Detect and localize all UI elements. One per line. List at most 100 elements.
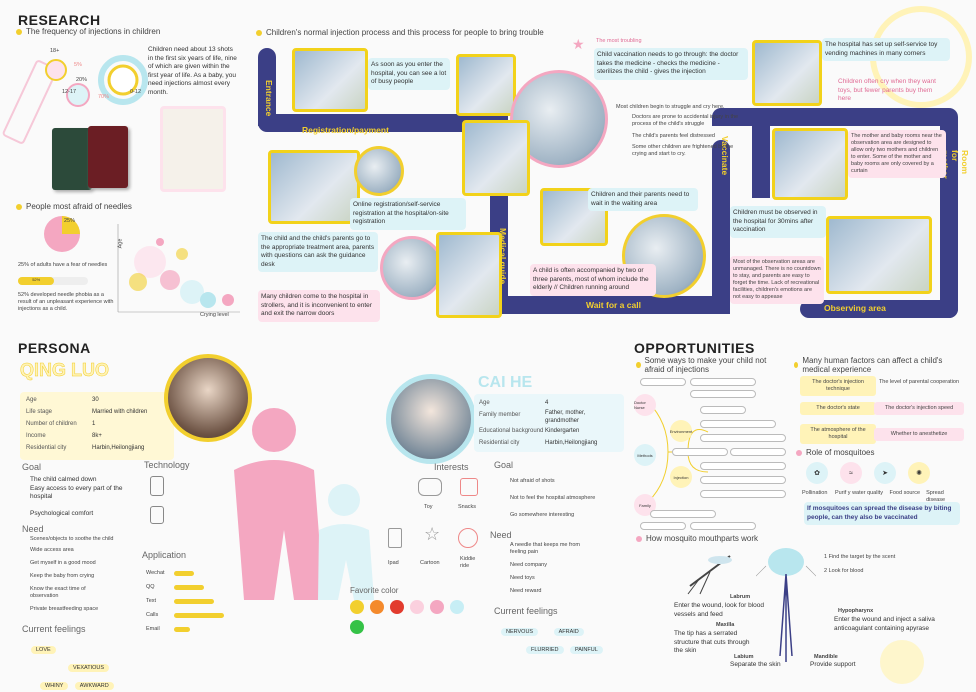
photo-waiting-crowd xyxy=(268,150,360,224)
road-entertainment xyxy=(712,108,952,126)
phobia-bar-fill: 52% xyxy=(18,277,55,285)
stage-registration: Registration/payment xyxy=(302,125,389,135)
mm-leaf xyxy=(650,510,716,518)
interest-kiddie-ride: Kiddie ride xyxy=(460,556,476,569)
p1-feelings: LOVE VEXATIOUS WHINY AWKWARD xyxy=(30,638,140,692)
mm-node-environment: Environment xyxy=(670,420,692,442)
p1-feel-title: Current feelings xyxy=(22,624,86,634)
note-online: Online registration/self-service registr… xyxy=(350,198,466,230)
mm-leaf xyxy=(700,420,776,428)
stage-entrance: Entrance xyxy=(264,80,274,117)
p1-goal-title: Goal xyxy=(22,462,42,472)
road-observing xyxy=(800,300,958,318)
mm-node-injection: Injection xyxy=(670,466,692,488)
mosq-role-heading: Role of mosquitoes xyxy=(796,448,874,457)
note-mother-room: The mother and baby rooms near the obser… xyxy=(848,130,946,178)
struggle-4: Some other children are frightened by th… xyxy=(632,144,734,157)
crying-age-bubble-chart xyxy=(117,224,240,313)
struggle-2: Doctors are prone to accidental injury i… xyxy=(632,114,739,127)
mosq-role-icons: ✿ ≈ ➤ ✺ xyxy=(806,462,930,484)
bubble-ylabel: Age xyxy=(117,238,124,249)
p1-need: Get myself in a good mood xyxy=(30,560,96,566)
p2-goal: Not to feel the hospital atmosphere xyxy=(510,495,596,501)
mm-leaf xyxy=(700,490,786,498)
factor-doctor-state: The doctor's state xyxy=(800,402,876,415)
snack-icon xyxy=(460,478,478,496)
photo-registration-circle xyxy=(354,146,404,196)
factor-anesthetize: Whether to anesthetize xyxy=(874,428,964,441)
part-maxilla: Maxilla xyxy=(716,622,735,628)
photo-guide-circle xyxy=(380,236,444,300)
p1-need: Scenes/objects to soothe the child xyxy=(30,536,114,542)
bullet-icon xyxy=(16,28,22,35)
mm-leaf xyxy=(700,406,746,414)
color-swatch xyxy=(370,600,384,614)
mm-leaf xyxy=(700,434,786,442)
phone-icon xyxy=(150,476,164,496)
part-labrum-text: Enter the wound, look for blood vessels … xyxy=(674,602,764,618)
freq-heading: The frequency of injections in children xyxy=(16,27,160,36)
note-waiting: Children and their parents need to wait … xyxy=(588,188,698,211)
label-5pct: 5% xyxy=(74,62,82,68)
app-row: Calls xyxy=(146,608,226,622)
feeling-tag: NERVOUS xyxy=(501,628,539,636)
needle-fear-pie xyxy=(44,216,80,252)
interest-toy: Toy xyxy=(424,504,433,510)
feeling-tag: WHINY xyxy=(40,682,69,690)
struggle-1: Most children begin to struggle and cry … xyxy=(616,104,725,110)
note-toys: Children often cry when they want toys, … xyxy=(838,78,936,102)
mosquito-icon xyxy=(687,555,732,595)
p1-goal: Easy access to every part of the hospita… xyxy=(30,484,123,501)
p2-goal: Go somewhere interesting xyxy=(510,512,575,518)
p1-need: Keep the baby from crying xyxy=(30,573,95,579)
virus-icon: ✺ xyxy=(908,462,930,484)
opportunities-title: OPPORTUNITIES xyxy=(634,340,755,356)
mm-node-methods: Methods xyxy=(634,444,656,466)
color-swatch xyxy=(450,600,464,614)
feeling-tag: LOVE xyxy=(31,646,56,654)
troubling-label: The most troubling xyxy=(596,38,642,44)
favorite-colors xyxy=(350,600,480,634)
p1-app-title: Application xyxy=(142,550,187,560)
persona2-name: CAI HE xyxy=(478,374,533,391)
factor-parental: The level of parental cooperation xyxy=(878,379,960,385)
road-link xyxy=(752,108,770,198)
mouth-heading: How mosquito mouthparts work xyxy=(636,534,758,543)
toy-car-icon xyxy=(418,478,442,496)
part-labrum: Labrum xyxy=(730,594,751,600)
feeling-tag: AFRAID xyxy=(553,628,584,636)
role-label: Purif y water quality xyxy=(834,490,883,496)
mm-leaf xyxy=(640,522,686,530)
p2-goal: Not afraid of shots xyxy=(510,478,555,484)
road-registration xyxy=(258,114,508,132)
role-label: Food source xyxy=(889,490,921,496)
interest-cartoon: Cartoon xyxy=(420,560,440,566)
p2-goals: Not afraid of shots Not to feel the hosp… xyxy=(510,478,620,519)
app-row: Wechat xyxy=(146,566,226,580)
persona1-avatar xyxy=(164,354,252,442)
kiddie-ride-icon xyxy=(458,528,478,548)
mouthpart-diagram xyxy=(756,548,816,662)
mosq-note: If mosquitoes can spread the disease by … xyxy=(804,502,960,525)
persona2-avatar xyxy=(386,374,476,464)
freq-text: Children need about 13 shots in the firs… xyxy=(148,46,237,96)
label-20pct: 20% xyxy=(76,77,88,83)
photo-vending xyxy=(752,40,822,106)
factor-speed: The doctor's injection speed xyxy=(874,402,964,415)
step-1: 1 Find the target by the scent xyxy=(824,554,896,560)
label-0-12: 0-12 xyxy=(130,89,142,95)
afraid-heading: People most afraid of needles xyxy=(16,202,132,211)
mm-leaf xyxy=(690,378,756,386)
vaccine-booklet-red xyxy=(88,126,128,188)
mm-leaf xyxy=(690,522,756,530)
factor-atmosphere: The atmosphere of the hospital xyxy=(800,424,876,444)
label-12-17: 12-17 xyxy=(62,89,77,95)
factors-heading: Many human factors can affect a child's … xyxy=(794,356,954,374)
color-swatch xyxy=(350,600,364,614)
bird-icon: ➤ xyxy=(874,462,896,484)
note-go-through: Child vaccination needs to go through: t… xyxy=(594,48,748,80)
